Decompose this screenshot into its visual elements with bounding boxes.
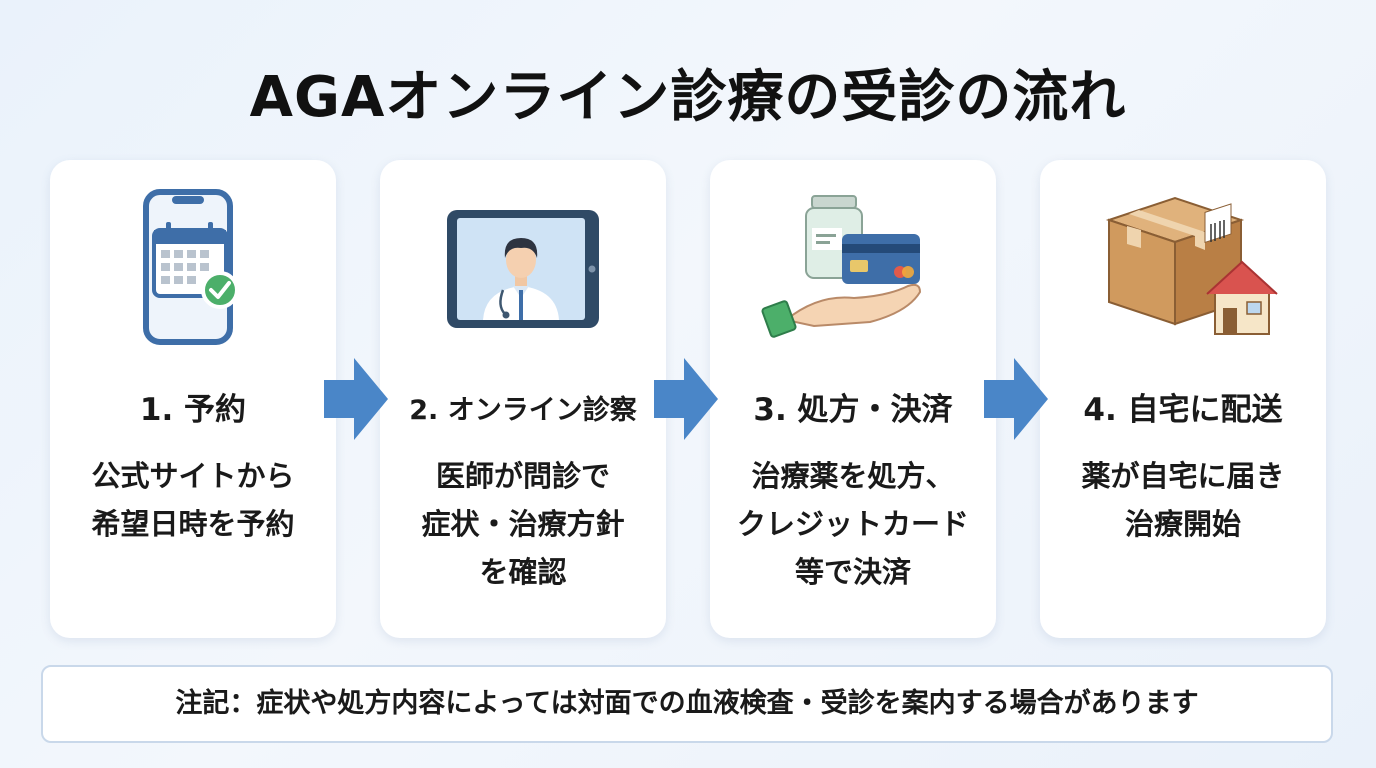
note-box: 注記：症状や処方内容によっては対面での血液検査・受診を案内する場合があります (41, 665, 1333, 743)
arrow-right-icon (654, 358, 718, 440)
calendar-phone-icon (50, 186, 336, 356)
step-card-online-consultation: 2. オンライン診察 医師が問診で 症状・治療方針 を確認 (380, 160, 666, 638)
step-title: 3. 処方・決済 (753, 392, 953, 428)
arrow-right-icon (984, 358, 1048, 440)
page-title: AGAオンライン診療の受診の流れ (249, 65, 1127, 130)
arrow-right-icon (324, 358, 388, 440)
step-description: 医師が問診で 症状・治療方針 を確認 (421, 459, 625, 589)
medicine-card-hand-icon (710, 186, 996, 356)
step-description: 公式サイトから 希望日時を予約 (91, 459, 295, 541)
doctor-tablet-icon (380, 186, 666, 356)
step-description: 薬が自宅に届き 治療開始 (1081, 459, 1285, 541)
package-house-icon (1040, 186, 1326, 356)
step-title: 2. オンライン診察 (409, 395, 637, 426)
step-description: 治療薬を処方、 クレジットカード 等で決済 (736, 459, 969, 589)
step-title: 1. 予約 (139, 392, 247, 428)
step-card-reservation: 1. 予約 公式サイトから 希望日時を予約 (50, 160, 336, 638)
step-title: 4. 自宅に配送 (1083, 392, 1283, 428)
step-card-prescription-payment: 3. 処方・決済 治療薬を処方、 クレジットカード 等で決済 (710, 160, 996, 638)
step-card-home-delivery: 4. 自宅に配送 薬が自宅に届き 治療開始 (1040, 160, 1326, 638)
